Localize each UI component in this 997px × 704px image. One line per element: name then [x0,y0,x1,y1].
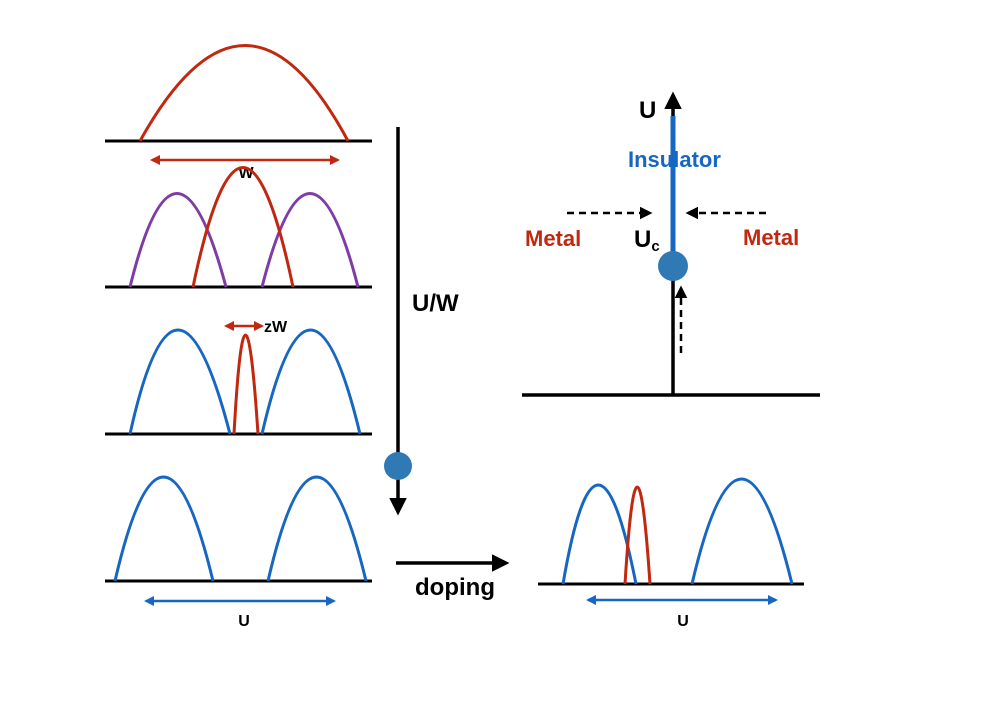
metal-label-right: Metal [743,225,799,250]
uc-subscript: c [651,238,659,255]
uc-main: U [634,226,651,253]
blue-band-right [260,328,362,435]
uw-axis: U/W [384,127,459,516]
doping-arrow-group: doping [396,554,510,601]
u-label-left: U [238,613,250,630]
critical-uc-dot [658,251,688,281]
red-band-center [191,166,295,288]
blue-band-left [128,328,232,435]
doped-red-peak [623,485,652,585]
phase-diagram: U Insulator Metal Metal Uc [522,91,820,397]
doping-label: doping [415,574,495,601]
lower-hubbard-band [113,475,215,582]
panel-hubbard-bands: U [105,475,372,630]
wide-band-curve [138,44,350,142]
critical-point-dot [384,452,412,480]
narrow-red-peak [232,333,260,435]
panel-overlapping-bands [105,166,372,289]
purple-band-right [260,192,360,288]
uw-label: U/W [412,290,459,317]
doped-upper-band [690,477,794,585]
zw-label: zW [264,319,288,336]
purple-band-left [128,192,228,288]
upper-hubbard-band [266,475,368,582]
u-axis-label: U [639,97,656,124]
uc-label: Uc [634,226,660,255]
insulator-label: Insulator [628,147,721,172]
panel-quasiparticle-peak: zW [105,319,372,436]
metal-label-left: Metal [525,226,581,251]
panel-single-band: W [105,44,372,182]
doped-lower-band [561,483,638,585]
panel-doped-bands: U [538,477,804,630]
u-label-right: U [677,613,689,630]
